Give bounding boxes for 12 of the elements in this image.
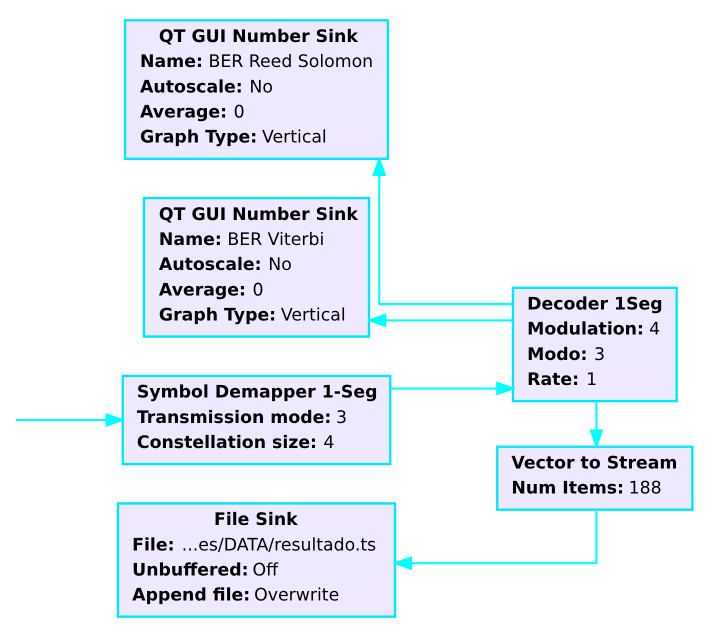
arrow	[392, 510, 598, 570]
node-box: QT GUI Number Sink Name: BER Reed Solomon Autoscale: No Average: 0 Graph Type: Vertical	[124, 19, 390, 160]
arrow	[390, 382, 516, 396]
arrow	[372, 156, 513, 306]
node-box: Symbol Demapper 1-Seg Transmission mode: 3 Constellation size: 4	[122, 374, 392, 466]
node-box: File Sink File: ...es/DATA/resultado.ts Unbuffered: Off Append file: Overwrite	[116, 502, 396, 618]
arrow	[589, 401, 604, 450]
arrow	[366, 313, 513, 328]
arrow	[16, 413, 126, 427]
node-box: QT GUI Number Sink Name: BER Viterbi Autoscale: No Average: 0 Graph Type: Vertical	[142, 196, 370, 338]
node-box: Decoder 1Seg Modulation: 4 Modo: 3 Rate: 1	[512, 286, 678, 402]
node-box: Vector to Stream Num Items: 188	[496, 446, 694, 511]
